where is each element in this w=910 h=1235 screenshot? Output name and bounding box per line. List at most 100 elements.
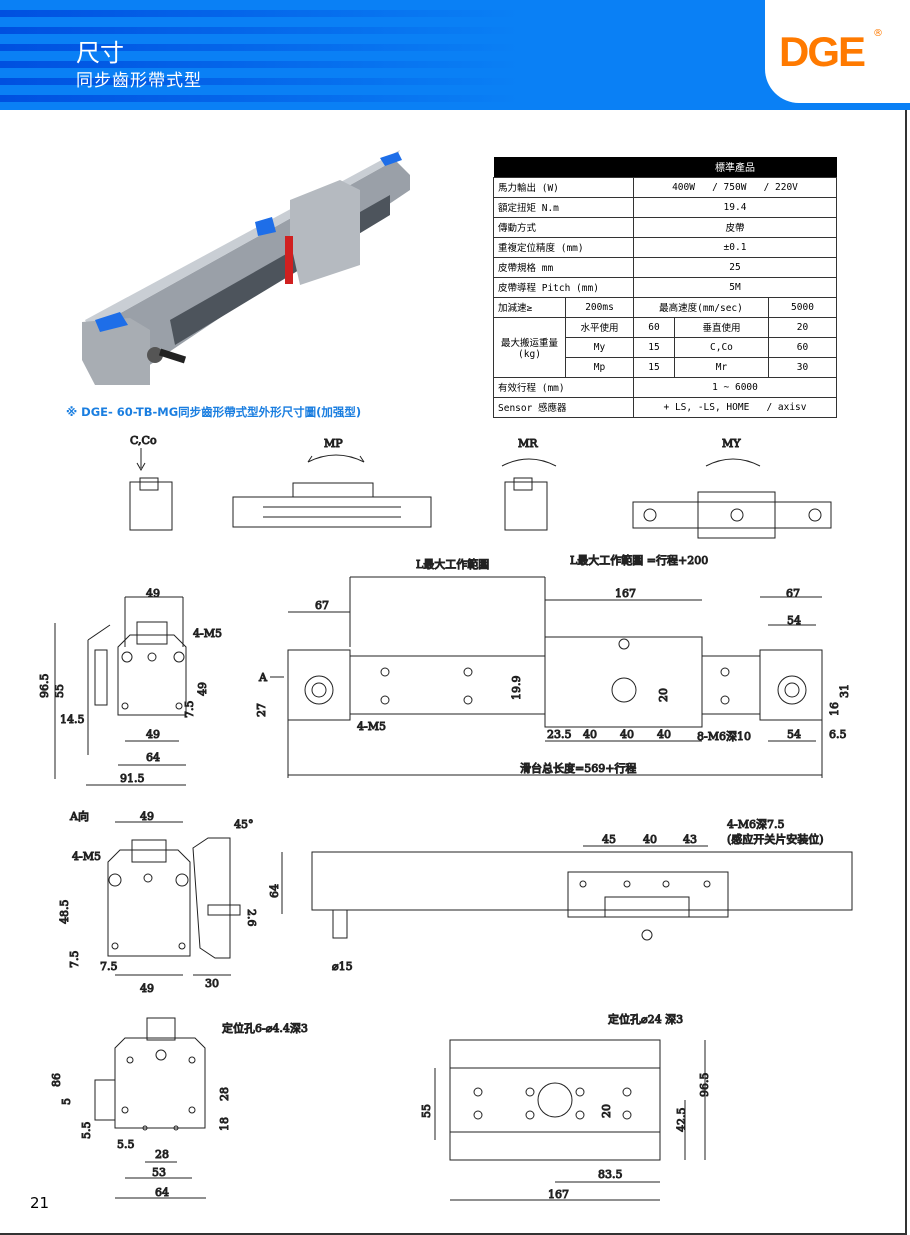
drawing-line: [131, 839, 167, 863]
dimension-label: 49: [146, 728, 160, 741]
drawing-line: [808, 508, 822, 522]
drawing-line: [192, 837, 231, 959]
drawing-line: [287, 720, 823, 778]
dimension-label: 23.5: [547, 728, 572, 741]
main-drawing: L最大工作範圍 L最大工作範圍 =行程+200 49 4-M5 96.5 55 …: [38, 553, 852, 786]
dimension-label: 4-M5: [357, 720, 386, 733]
moment-diagrams: C,Co MP MR MY: [129, 434, 832, 539]
drawing-line: [129, 481, 173, 531]
drawing-line: [604, 896, 690, 918]
dimension-label: A: [258, 671, 268, 684]
dimension-label: 45: [602, 833, 616, 846]
spec-table: 標準產品 馬力輸出 (W)400W / 750W / 220V 額定扭矩 N.m…: [493, 157, 837, 418]
drawing-line: [504, 481, 548, 531]
dimension-label: 定位孔6-⌀4.4深3: [222, 1021, 308, 1035]
drawing-line: [380, 152, 402, 166]
dimension-label: 20: [600, 1104, 613, 1118]
dimension-label: 49: [140, 982, 154, 995]
product-render: [82, 150, 410, 385]
drawing-line: [473, 1110, 483, 1120]
drawing-line: [178, 942, 186, 950]
drawing-line: [121, 651, 133, 663]
drawing-line: [114, 1037, 206, 1129]
drawing-line: [307, 454, 365, 463]
dimension-label: 31: [838, 684, 851, 698]
drawing-line: [449, 1067, 661, 1133]
drawing-line: [158, 348, 187, 364]
dimension-label: 30: [205, 977, 219, 990]
drawing-line: [611, 677, 637, 703]
dimension-label: 40: [620, 728, 634, 741]
dimension-label: 54: [787, 614, 801, 627]
drawing-line: [623, 880, 631, 888]
dimension-label: 16: [828, 702, 841, 716]
page-header: 尺寸 同步齒形帶式型 DGE®: [0, 0, 910, 110]
dimension-label: 40: [643, 833, 657, 846]
drawing-line: [54, 596, 184, 779]
drawing-line: [115, 1161, 206, 1199]
drawing-line: [285, 236, 293, 284]
drawing-line: + LS, -LS, HOME / axisv: [633, 396, 837, 418]
dimension-label: 4-M6深7.5: [727, 818, 784, 831]
dimension-label: 7.5: [183, 701, 196, 719]
drawing-line: [107, 849, 191, 957]
drawing-line: [94, 1079, 116, 1121]
drawing-line: [575, 1087, 585, 1097]
drawing-line: [188, 1106, 196, 1114]
drawing-line: [95, 312, 128, 332]
dimension-label: 96.5: [698, 1073, 711, 1098]
drawing-line: [142, 1125, 148, 1131]
drawing-line: [175, 702, 183, 710]
page-title: 尺寸: [76, 39, 124, 67]
drawing-line: [126, 1056, 134, 1064]
drawing-line: [622, 1110, 632, 1120]
drawing-line: [136, 448, 146, 472]
drawing-line: [292, 482, 374, 498]
dimension-label: 91.5: [120, 772, 145, 785]
drawing-line: 標準產品: [633, 157, 837, 177]
drawing-line: [108, 873, 122, 887]
drawing-line: [463, 667, 473, 677]
drawing-line: [175, 873, 189, 887]
dimension-label: 20: [657, 688, 670, 702]
drawing-line: [82, 318, 150, 385]
drawing-line: [703, 880, 711, 888]
dimension-label: 43: [683, 833, 697, 846]
drawing-line: [121, 1106, 129, 1114]
dimension-label: 7.5: [100, 960, 118, 973]
dimension-label: 27: [255, 703, 268, 717]
drawing-line: [307, 455, 365, 463]
drawing-line: [290, 180, 360, 285]
dimension-label: 64: [146, 751, 160, 764]
drawing-line: [662, 880, 670, 888]
drawing-line: [117, 634, 187, 716]
drawing-line: [525, 1087, 535, 1097]
drawing-line: [622, 1087, 632, 1097]
dimension-label: MR: [518, 437, 538, 450]
drawing-line: [463, 695, 473, 705]
page-number: 21: [30, 1194, 50, 1212]
dimension-label: 167: [548, 1188, 569, 1201]
dimension-label: 28: [155, 1148, 169, 1161]
drawing-line: [147, 347, 163, 363]
drawing-line: Sensor 感應器: [493, 396, 634, 418]
dimension-label: 42.5: [675, 1108, 688, 1133]
dimension-label: 4-M5: [193, 627, 222, 640]
drawing-line: [146, 1017, 176, 1041]
drawing-line: [155, 1049, 167, 1061]
dimension-label: 49: [140, 810, 154, 823]
drawing-line: [730, 508, 744, 522]
page-subtitle: 同步齒形帶式型: [76, 71, 202, 91]
drawing-line: [493, 157, 634, 177]
drawing-line: [579, 880, 587, 888]
dimension-label: 19.9: [510, 676, 523, 701]
dimension-label: 4-M5: [72, 850, 101, 863]
dimension-label: ⌀15: [332, 960, 353, 973]
drawing-line: [513, 477, 533, 491]
drawing-line: [632, 501, 832, 529]
brand-logo: DGE®: [765, 0, 910, 103]
drawing-line: [173, 1125, 179, 1131]
